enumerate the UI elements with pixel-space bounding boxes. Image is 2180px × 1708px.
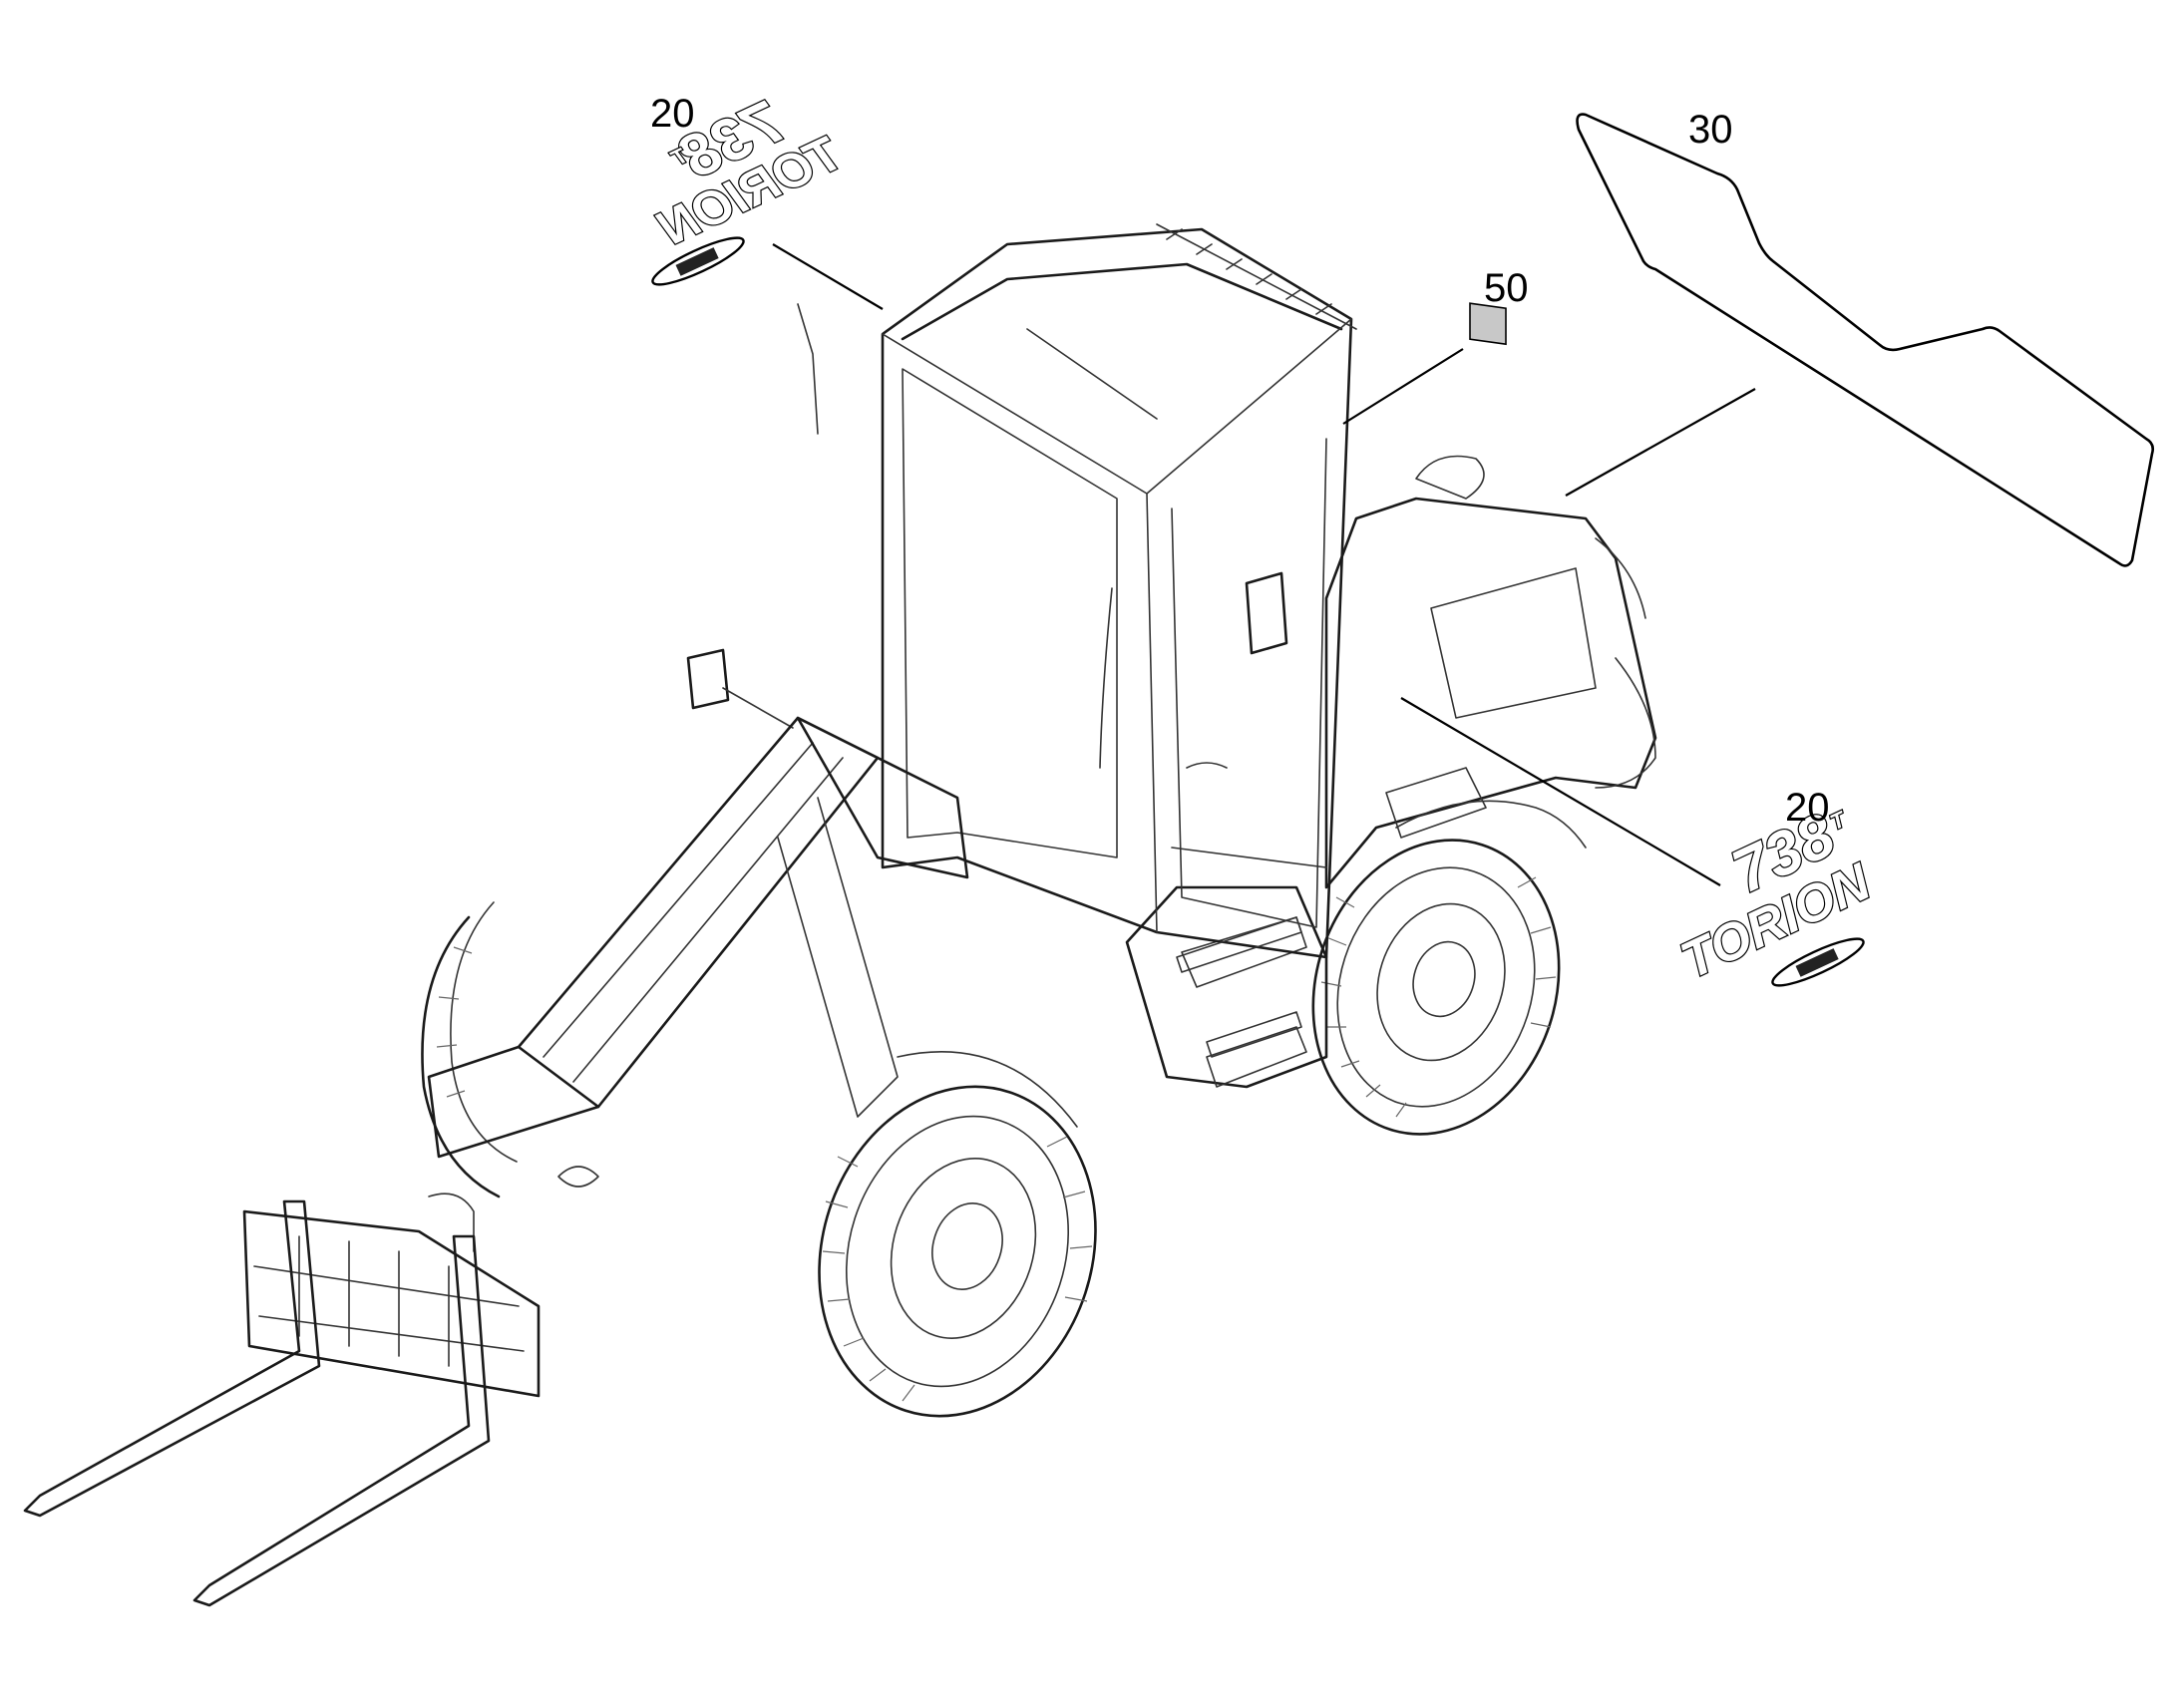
fork-carriage xyxy=(242,1193,541,1398)
cab xyxy=(686,227,1353,959)
telescopic-boom xyxy=(427,716,969,1188)
pallet-forks xyxy=(23,1199,491,1607)
callout-small-label: 50 xyxy=(1484,266,1529,310)
decal-side-badge-inner xyxy=(1795,948,1839,977)
decal-side-model-suffix: T xyxy=(1826,806,1850,835)
decal-cab-badge-inner xyxy=(675,247,719,276)
callout-decal-side: 20 xyxy=(1785,786,1830,830)
windshield-film-outline xyxy=(1576,113,2155,567)
callout-windshield-film: 30 xyxy=(1688,108,1733,152)
leader-lines xyxy=(772,243,1756,886)
access-steps xyxy=(1176,916,1302,1058)
decal-side-torion: 738 T TORION xyxy=(1671,800,1882,992)
front-left-wheel xyxy=(818,1051,1097,1418)
callout-numbers: 20 30 50 20 xyxy=(650,92,1830,830)
leader-small-label xyxy=(1342,348,1464,425)
roof-rail xyxy=(1156,223,1357,330)
rear-right-wheel xyxy=(1311,839,1561,1136)
leader-windshield-film xyxy=(1565,388,1756,497)
front-right-wheel xyxy=(421,901,518,1198)
chassis xyxy=(1125,455,1657,1089)
small-label-patch xyxy=(1469,302,1507,346)
telehandler-illustration xyxy=(23,223,1657,1607)
callout-decal-cab: 20 xyxy=(650,92,695,136)
leader-decal-cab xyxy=(772,243,884,310)
leader-decal-side xyxy=(1400,697,1721,886)
